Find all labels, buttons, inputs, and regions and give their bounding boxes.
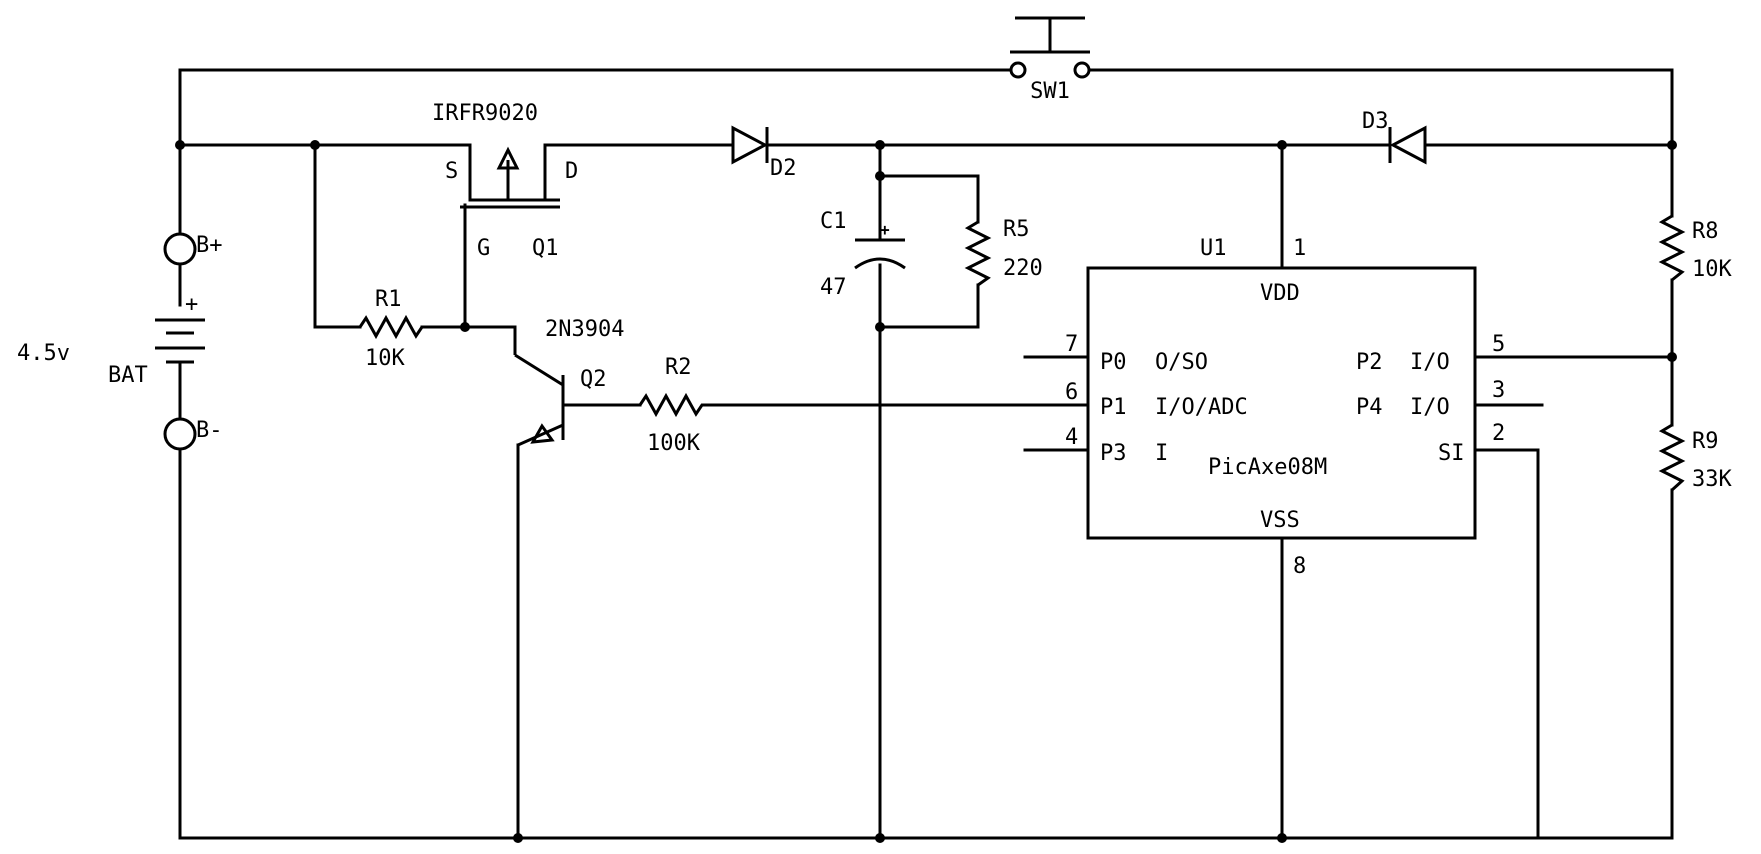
pin-name-p1: P1 xyxy=(1100,395,1127,420)
junction-dot xyxy=(175,140,185,150)
diode-triangle xyxy=(1389,125,1427,165)
junction-dot xyxy=(875,322,885,332)
q1-ref: Q1 xyxy=(532,236,559,261)
battery-voltage: 4.5v xyxy=(17,341,70,366)
d2-ref: D2 xyxy=(770,156,797,181)
pin-func-p1: I/O/ADC xyxy=(1155,395,1248,420)
resistor-r2: R2 100K xyxy=(638,355,718,456)
pin-name-p0: P0 xyxy=(1100,350,1127,375)
resistor-zigzag xyxy=(358,314,424,340)
c1-ref: C1 xyxy=(820,209,847,234)
bminus-label: B- xyxy=(196,418,223,443)
r9-ref: R9 xyxy=(1692,429,1719,454)
ic-ref: U1 xyxy=(1200,236,1227,261)
r2-value: 100K xyxy=(647,431,701,456)
switch-contact xyxy=(1009,61,1027,79)
diode-d3: D3 xyxy=(1362,109,1427,165)
resistor-r1: R1 10K xyxy=(358,287,424,371)
r1-ref: R1 xyxy=(375,287,402,312)
junction-dot xyxy=(875,140,885,150)
junction-dot xyxy=(513,833,523,843)
pin-num-vdd: 1 xyxy=(1293,236,1306,261)
resistor-r5: R5 220 xyxy=(964,217,1043,287)
junction-dot xyxy=(1667,352,1677,362)
ic-vss-label: VSS xyxy=(1260,508,1300,533)
transistor-collector xyxy=(514,353,564,387)
q1-gate-label: G xyxy=(477,236,490,261)
resistor-zigzag xyxy=(964,220,992,287)
resistor-zigzag xyxy=(638,392,718,418)
ic-vdd-label: VDD xyxy=(1260,281,1300,306)
junction-dot xyxy=(875,833,885,843)
diode-d2: D2 xyxy=(731,125,797,181)
pin-func-p3: I xyxy=(1155,441,1168,466)
battery-polarity: + xyxy=(185,292,198,317)
r8-value: 10K xyxy=(1692,257,1732,282)
resistor-r9: R9 33K xyxy=(1658,423,1732,492)
q2-ref: Q2 xyxy=(580,367,607,392)
c1-value: 47 xyxy=(820,275,847,300)
bplus-terminal xyxy=(163,232,197,266)
diode-triangle xyxy=(731,125,769,165)
resistor-zigzag xyxy=(1658,423,1686,492)
transistor-q2: 2N3904 Q2 xyxy=(513,317,624,447)
q1-source-label: S xyxy=(445,159,458,184)
junction-dot xyxy=(1277,833,1287,843)
ic-body xyxy=(1086,266,1477,540)
r5-value: 220 xyxy=(1003,256,1043,281)
sw1-ref: SW1 xyxy=(1030,79,1070,104)
mosfet-arrow xyxy=(496,146,520,170)
ic-u1: U1 1 VDD VSS 8 PicAxe08M 7 P0 O/SO 6 P1 … xyxy=(1065,236,1505,579)
pin-num-vss: 8 xyxy=(1293,554,1306,579)
pin-num-p2: 5 xyxy=(1492,332,1505,357)
switch-contact xyxy=(1073,61,1091,79)
junction-dot xyxy=(1277,140,1287,150)
pin-num-p3: 4 xyxy=(1065,425,1078,450)
pin-num-p4: 3 xyxy=(1492,378,1505,403)
pin-name-p3: P3 xyxy=(1100,441,1127,466)
q1-drain-label: D xyxy=(565,159,578,184)
transistor-arrow xyxy=(530,423,555,444)
battery-bat: B+ B- + BAT 4.5v xyxy=(17,232,223,451)
r2-ref: R2 xyxy=(665,355,692,380)
junction-dot xyxy=(1667,140,1677,150)
junction-dot xyxy=(310,140,320,150)
battery-ref: BAT xyxy=(108,363,148,388)
c1-polarity: + xyxy=(880,220,890,239)
capacitor-c1: + C1 47 xyxy=(820,209,906,300)
junction-dot xyxy=(875,171,885,181)
pin-name-p2: P2 xyxy=(1356,350,1383,375)
r1-value: 10K xyxy=(365,346,405,371)
bplus-label: B+ xyxy=(196,233,223,258)
pin-func-p0: O/SO xyxy=(1155,350,1208,375)
pin-num-si: 2 xyxy=(1492,421,1505,446)
q1-part: IRFR9020 xyxy=(432,101,538,126)
pin-func-p2: I/O xyxy=(1410,350,1450,375)
junction-dots xyxy=(175,140,1677,843)
resistor-zigzag xyxy=(1658,214,1686,282)
ic-part: PicAxe08M xyxy=(1208,455,1327,480)
pin-name-si: SI xyxy=(1438,441,1465,466)
transistor-emitter xyxy=(517,423,564,447)
mosfet-q1: IRFR9020 S D G Q1 xyxy=(432,101,578,261)
bminus-terminal xyxy=(163,417,197,451)
r5-ref: R5 xyxy=(1003,217,1030,242)
switch-sw1: SW1 xyxy=(1009,16,1091,104)
q2-part: 2N3904 xyxy=(545,317,624,342)
resistor-r8: R8 10K xyxy=(1658,214,1732,282)
r9-value: 33K xyxy=(1692,467,1732,492)
capacitor-curved-plate xyxy=(854,257,906,270)
pin-name-p4: P4 xyxy=(1356,395,1383,420)
wires xyxy=(178,68,1674,840)
pin-func-p4: I/O xyxy=(1410,395,1450,420)
pin-num-p1: 6 xyxy=(1065,380,1078,405)
junction-dot xyxy=(460,322,470,332)
d3-ref: D3 xyxy=(1362,109,1389,134)
r8-ref: R8 xyxy=(1692,219,1719,244)
pin-num-p0: 7 xyxy=(1065,332,1078,357)
